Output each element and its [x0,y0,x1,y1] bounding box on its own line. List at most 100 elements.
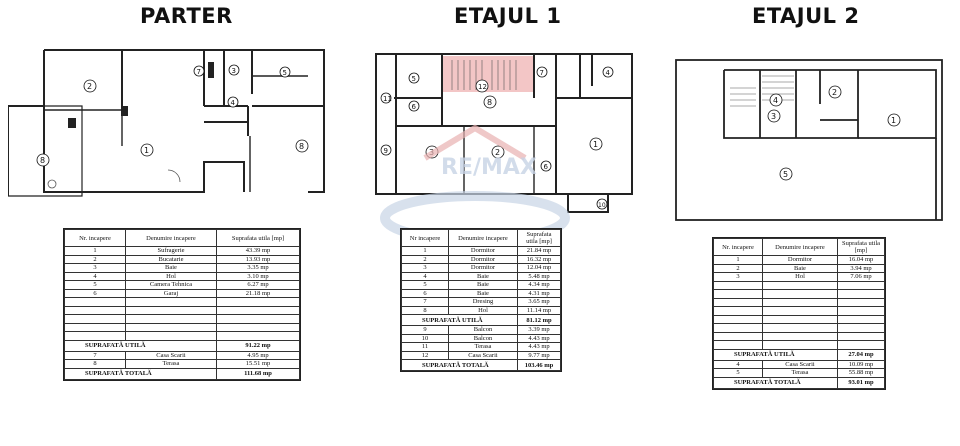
cell-name: Hol [762,272,838,282]
cell-area: 9.77 mp [517,350,561,360]
cell-name: Balcon [448,333,518,343]
cell-area: 10.09 mp [837,359,885,369]
cell-area: 3.94 mp [837,263,885,273]
table-row-empty [713,297,885,307]
svg-text:2: 2 [495,148,500,157]
cell-empty [216,305,300,315]
cell-empty [837,314,885,324]
cell-empty [216,297,300,307]
table-row-empty [713,314,885,324]
cell-nr: 2 [713,263,763,273]
cell-empty [64,305,126,315]
cell-name: Garaj [125,288,217,298]
cell-empty [762,340,838,350]
cell-empty [216,331,300,341]
floor-plan-parter: 2 1 7 3 4 5 8 8 [8,46,328,206]
floor-plan-parter-drawing: 2 1 7 3 4 5 8 8 [8,49,325,197]
cell-empty [125,297,217,307]
totala-value: 111.68 mp [216,367,300,380]
table-row-empty [713,340,885,350]
cell-name: Camera Tehnica [125,280,217,290]
svg-text:5: 5 [412,75,416,83]
cell-name: Terasa [762,368,838,378]
cell-name: Baie [448,280,518,290]
cell-nr: 3 [401,263,449,273]
floor-title-parter: PARTER [140,4,233,28]
cell-empty [713,314,763,324]
utila-label: SUPRAFATĂ UTILĂ [401,314,518,326]
svg-text:7: 7 [197,68,201,76]
cell-area: 5.48 mp [517,271,561,281]
cell-empty [762,297,838,307]
cell-area: 7.06 mp [837,272,885,282]
utila-value: 81.12 mp [517,314,561,326]
table-row-empty [64,314,300,324]
floor-title-etajul-2: ETAJUL 2 [752,4,860,28]
table-header-area: Suprafata utila [mp] [837,238,885,256]
cell-nr: 6 [401,288,449,298]
cell-empty [762,280,838,290]
cell-empty [125,331,217,341]
cell-empty [837,331,885,341]
cell-nr: 8 [64,359,126,369]
cell-empty [64,322,126,332]
cell-empty [216,322,300,332]
svg-text:9: 9 [384,147,388,155]
cell-nr: 4 [713,359,763,369]
cell-empty [837,297,885,307]
svg-text:4: 4 [773,96,778,105]
svg-text:6: 6 [412,103,417,111]
cell-empty [64,297,126,307]
cell-nr: 12 [401,350,449,360]
cell-area: 55.88 mp [837,368,885,378]
cell-area: 4.31 mp [517,288,561,298]
cell-nr: 11 [401,342,449,352]
svg-text:RE/MAX: RE/MAX [441,155,537,180]
cell-empty [837,340,885,350]
cell-area: 3.39 mp [517,325,561,335]
svg-text:6: 6 [544,163,549,171]
cell-name: Balcon [448,325,518,335]
table-header-nr: Nr. incapere [713,238,763,256]
svg-text:8: 8 [487,98,492,107]
floor-plan-etajul-2-drawing: 4 3 2 1 5 [675,59,943,221]
table-row-empty [713,289,885,299]
totala-label: SUPRAFATĂ TOTALĂ [713,376,838,389]
cell-area: 4.34 mp [517,280,561,290]
cell-nr: 3 [713,272,763,282]
cell-nr: 4 [401,271,449,281]
cell-empty [713,323,763,333]
cell-area: 3.35 mp [216,263,300,273]
totala-value: 103.46 mp [517,359,561,371]
svg-text:1: 1 [891,116,896,125]
area-table-parter: Nr. incapere Denumire incapere Suprafata… [63,228,301,381]
totala-value: 93.01 mp [837,376,885,389]
svg-text:2: 2 [87,82,92,91]
cell-nr: 8 [401,305,449,315]
cell-area: 3.65 mp [517,297,561,307]
cell-nr: 1 [401,246,449,256]
cell-area: 13.93 mp [216,254,300,264]
cell-name: Dormitor [448,254,518,264]
cell-empty [837,280,885,290]
cell-empty [216,314,300,324]
svg-text:5: 5 [283,69,287,77]
